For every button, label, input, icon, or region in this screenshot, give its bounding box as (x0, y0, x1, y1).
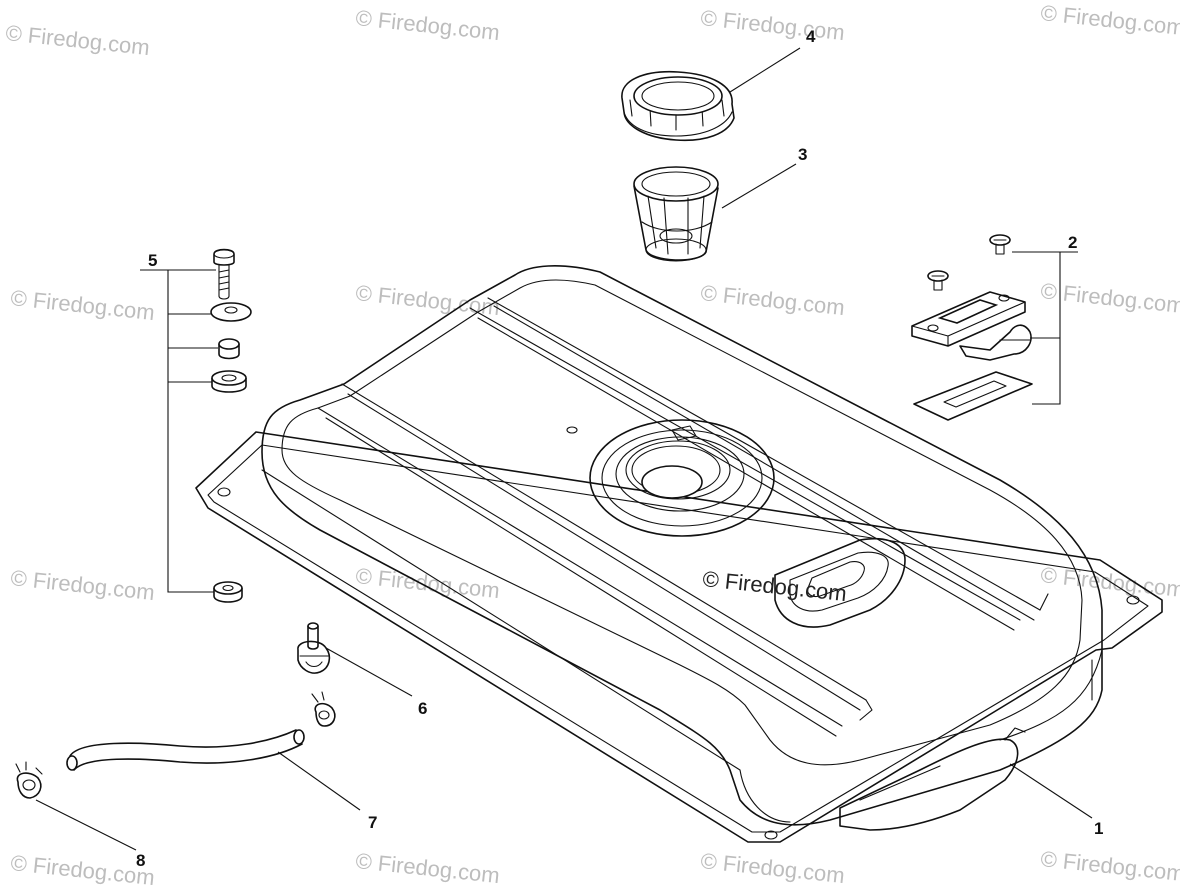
watermark: © Firedog.com (1039, 278, 1180, 318)
tank-flange (195, 431, 1163, 843)
watermark: © Firedog.com (9, 285, 155, 325)
hose-clamp (311, 691, 336, 727)
watermark: © Firedog.com (354, 280, 500, 320)
fuel-valve (297, 622, 331, 674)
fuel-cap (621, 70, 735, 142)
hose-clamp-lower (15, 761, 43, 799)
fuel-hose (66, 729, 305, 771)
watermark: © Firedog.com (699, 280, 845, 320)
callout-6: 6 (418, 699, 427, 718)
watermark: © Firedog.com (354, 848, 500, 888)
watermark: © Firedog.com (9, 565, 155, 605)
tank-ridge (341, 383, 867, 701)
flange-hole (764, 830, 778, 840)
watermark: © Firedog.com (354, 563, 500, 603)
flange-hole (1126, 595, 1140, 605)
mounting-hardware (210, 248, 252, 603)
fuel-gauge-boss (774, 538, 906, 628)
filler-neck (589, 419, 775, 537)
fuel-tank (195, 265, 1163, 843)
watermark: © Firedog.com (1039, 0, 1180, 40)
watermark-layer: © Firedog.com © Firedog.com © Firedog.co… (4, 0, 1180, 890)
watermark: © Firedog.com (699, 5, 845, 45)
tank-ridge (487, 297, 1041, 611)
callout-3: 3 (798, 145, 807, 164)
fuel-strainer (633, 166, 719, 262)
watermark: © Firedog.com (1039, 846, 1180, 886)
flange-hole (566, 426, 578, 434)
callout-5: 5 (148, 251, 157, 270)
watermark: © Firedog.com (699, 848, 845, 888)
callout-1: 1 (1094, 819, 1103, 838)
callout-8: 8 (136, 851, 145, 870)
watermark: © Firedog.com (4, 20, 150, 60)
callout-7: 7 (368, 813, 377, 832)
fuel-gauge-assembly (911, 234, 1033, 421)
callout-4: 4 (806, 27, 816, 46)
flange-hole (217, 487, 231, 497)
tank-body (261, 265, 1103, 826)
watermark: © Firedog.com (9, 850, 155, 890)
watermark: © Firedog.com (354, 5, 500, 45)
tank-sump (839, 738, 1019, 831)
callout-2: 2 (1068, 233, 1077, 252)
leader-lines (35, 47, 1093, 851)
callout-labels: 4 3 2 5 6 7 8 1 (136, 27, 1103, 870)
